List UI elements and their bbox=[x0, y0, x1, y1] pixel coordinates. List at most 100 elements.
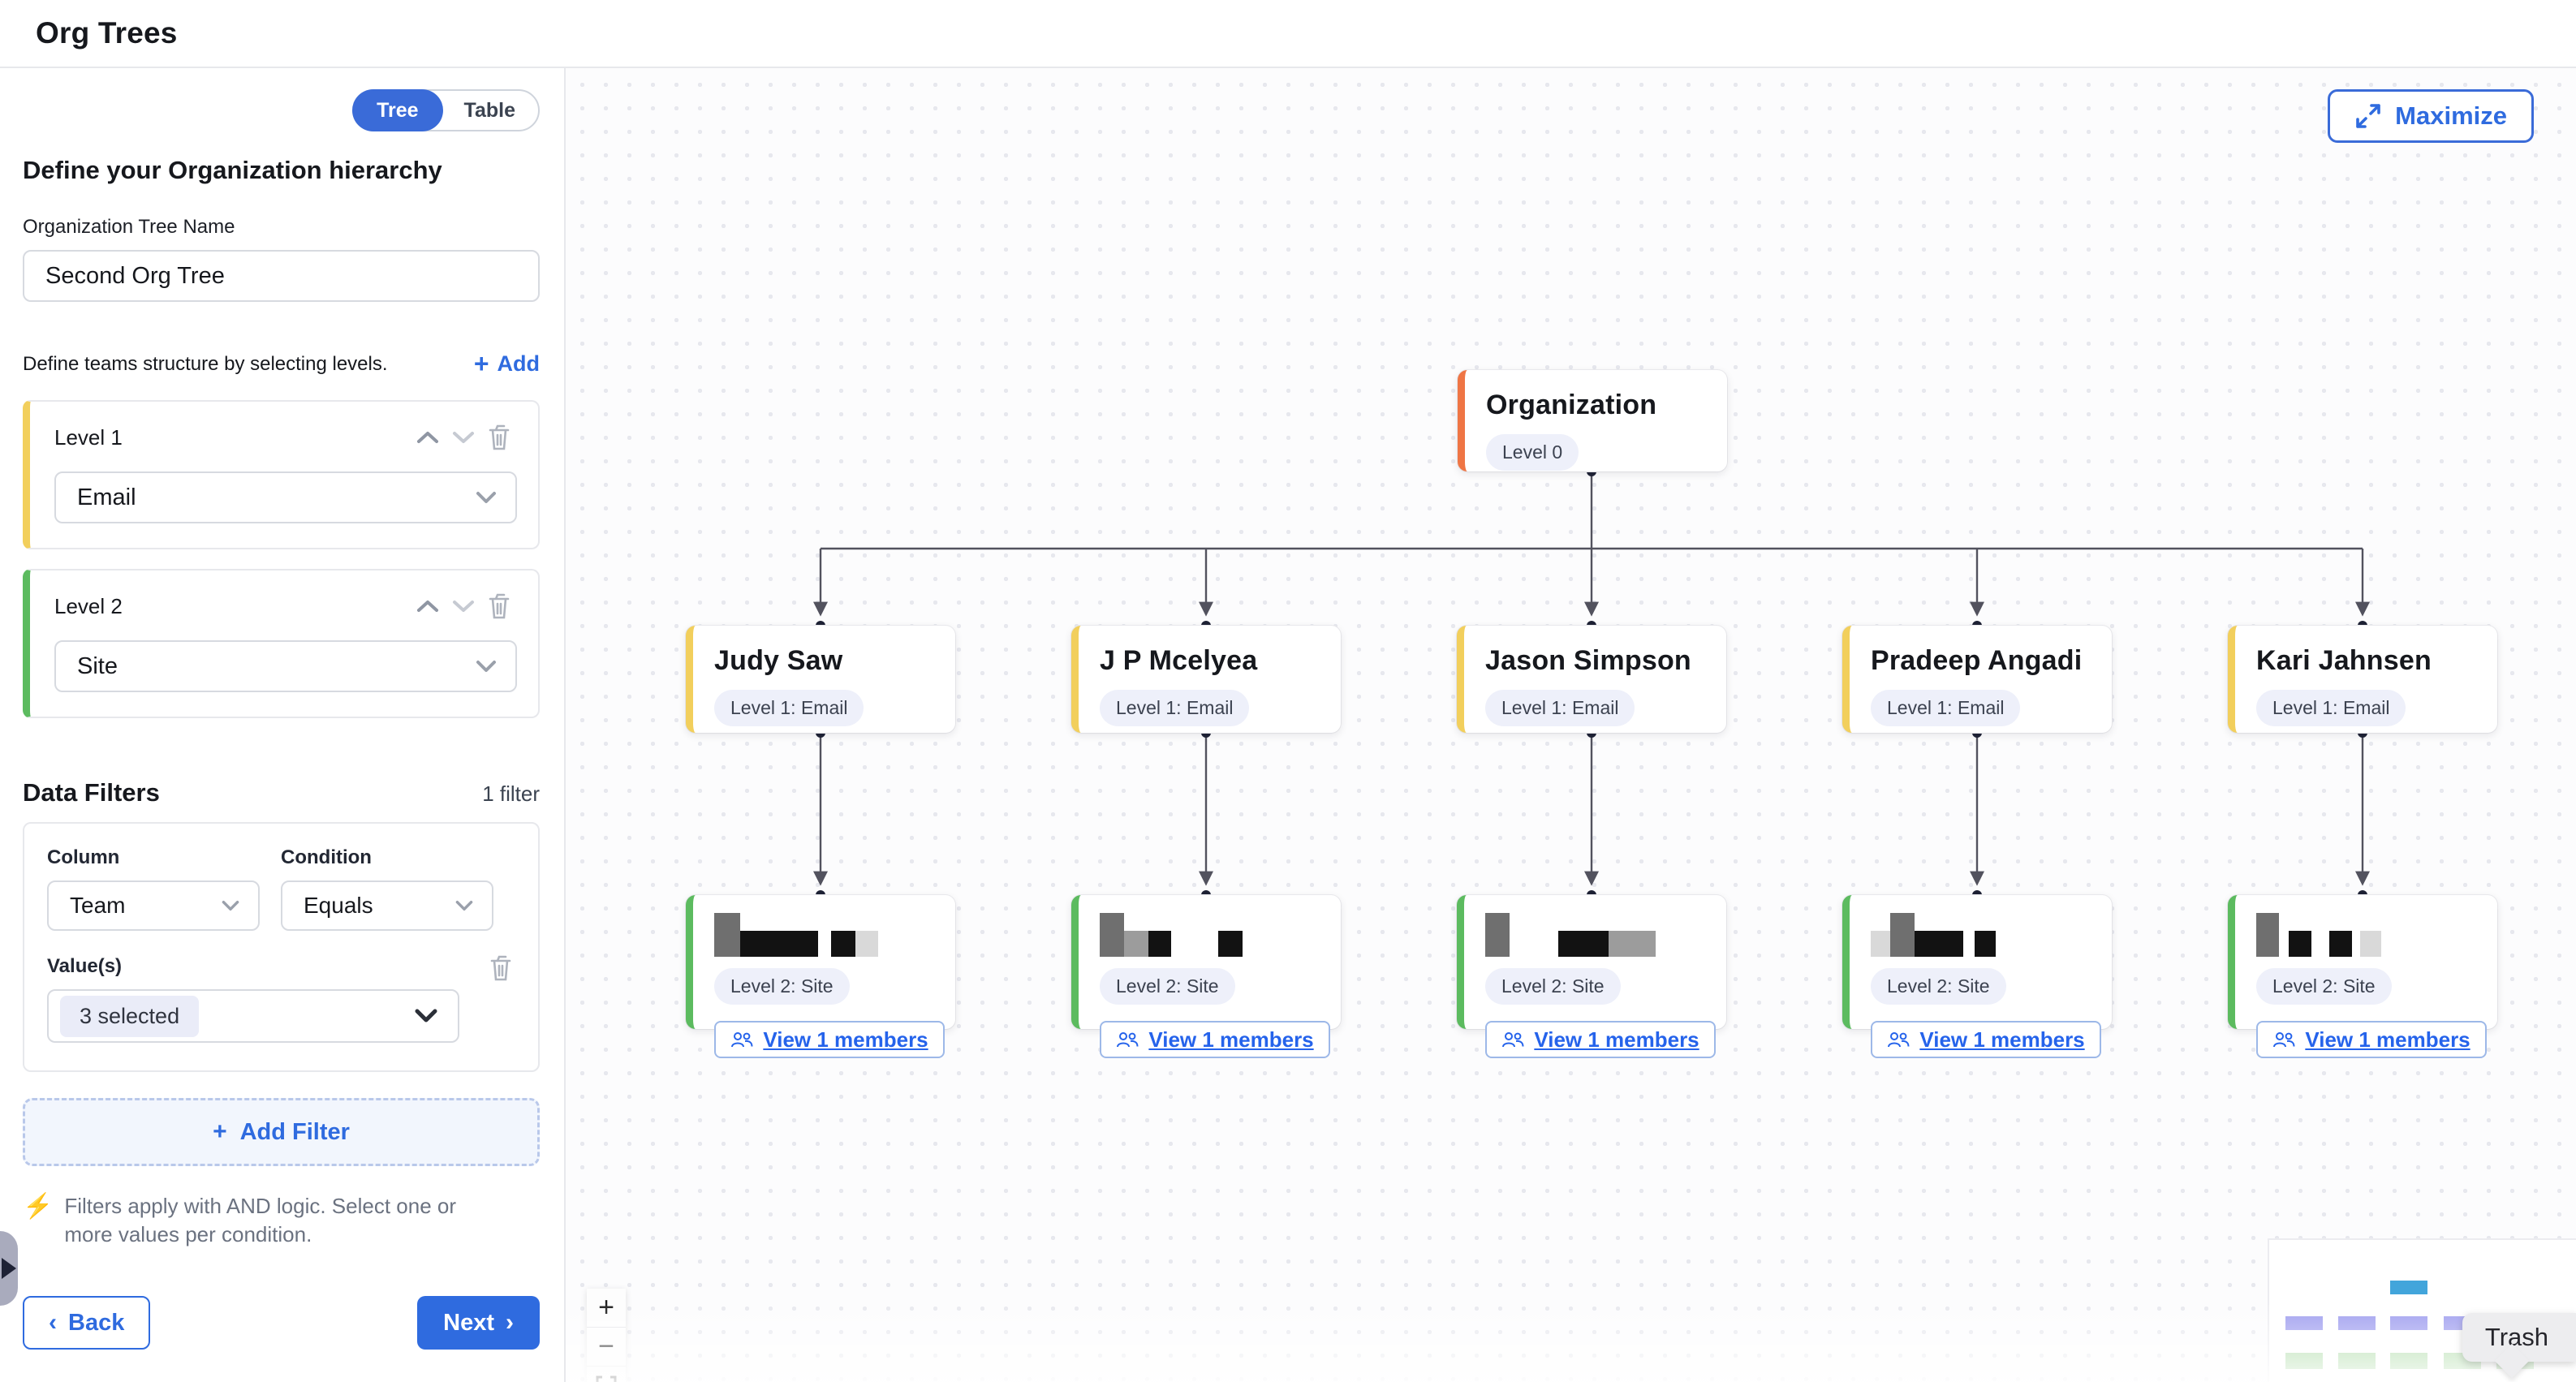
maximize-button[interactable]: Maximize bbox=[2328, 89, 2534, 143]
view-members-label: View 1 members bbox=[763, 1027, 928, 1052]
minimap-level2-node bbox=[2390, 1353, 2427, 1369]
org-node-level1[interactable]: Jason Simpson Level 1: Email bbox=[1457, 626, 1726, 733]
tree-name-input[interactable] bbox=[23, 250, 540, 302]
level-1-select[interactable]: Email bbox=[54, 471, 517, 523]
members-icon bbox=[2273, 1032, 2295, 1048]
chevron-up-icon bbox=[417, 601, 438, 612]
view-members-label: View 1 members bbox=[1919, 1027, 2085, 1052]
zoom-out-button[interactable]: − bbox=[587, 1328, 626, 1367]
move-up-button[interactable] bbox=[410, 429, 446, 446]
org-node-level2[interactable]: Level 2: Site View 1 members bbox=[1457, 895, 1726, 1058]
values-select[interactable]: 3 selected bbox=[47, 989, 459, 1043]
level-badge: Level 1: Email bbox=[1485, 690, 1635, 726]
delete-filter-button[interactable] bbox=[483, 954, 519, 983]
toggle-tree[interactable]: Tree bbox=[352, 89, 443, 131]
trash-icon bbox=[490, 955, 511, 981]
maximize-label: Maximize bbox=[2395, 101, 2507, 130]
node-title: J P Mcelyea bbox=[1100, 645, 1258, 676]
minimap-level2-node bbox=[2285, 1353, 2323, 1369]
trash-icon bbox=[489, 593, 510, 619]
level-1-value: Email bbox=[77, 484, 136, 510]
back-button[interactable]: ‹ Back bbox=[23, 1296, 151, 1350]
view-members-label: View 1 members bbox=[2305, 1027, 2470, 1052]
minimap-level1-node bbox=[2338, 1316, 2376, 1330]
level-badge: Level 2: Site bbox=[1100, 968, 1235, 1005]
members-icon bbox=[1117, 1032, 1139, 1048]
chevron-down-icon bbox=[476, 661, 496, 672]
org-tree-canvas[interactable]: Maximize bbox=[566, 68, 2576, 1382]
chevron-down-icon bbox=[453, 432, 474, 443]
node-title: Jason Simpson bbox=[1485, 645, 1691, 676]
org-node-level1[interactable]: Judy Saw Level 1: Email bbox=[686, 626, 955, 733]
zoom-in-button[interactable]: + bbox=[587, 1289, 626, 1328]
redacted-name bbox=[2256, 913, 2478, 957]
level-2-select[interactable]: Site bbox=[54, 640, 517, 692]
data-filters-heading: Data Filters bbox=[23, 778, 160, 807]
move-up-button[interactable] bbox=[410, 598, 446, 614]
view-members-button[interactable]: View 1 members bbox=[1871, 1021, 2101, 1058]
members-icon bbox=[1888, 1032, 1910, 1048]
delete-level-button[interactable] bbox=[481, 592, 517, 621]
plus-icon: + bbox=[473, 349, 489, 378]
toggle-table[interactable]: Table bbox=[463, 99, 515, 122]
level-badge: Level 1: Email bbox=[1871, 690, 2021, 726]
arrow-right-icon bbox=[2, 1258, 16, 1279]
chevron-down-icon bbox=[453, 601, 474, 612]
org-node-level1[interactable]: Pradeep Angadi Level 1: Email bbox=[1842, 626, 2112, 733]
view-members-label: View 1 members bbox=[1534, 1027, 1699, 1052]
org-node-level2[interactable]: Level 2: Site View 1 members bbox=[1071, 895, 1341, 1058]
levels-description: Define teams structure by selecting leve… bbox=[23, 352, 388, 375]
maximize-icon bbox=[2356, 104, 2380, 128]
app-header: Org Trees bbox=[0, 0, 2576, 68]
delete-level-button[interactable] bbox=[481, 423, 517, 452]
tree-name-label: Organization Tree Name bbox=[23, 216, 235, 238]
selected-count-chip: 3 selected bbox=[60, 995, 200, 1037]
chevron-down-icon bbox=[455, 900, 473, 911]
filter-card: Column Team Condition Equals Valu bbox=[23, 822, 540, 1072]
level-badge: Level 2: Site bbox=[1871, 968, 2006, 1005]
filters-note: Filters apply with AND logic. Select one… bbox=[64, 1194, 457, 1247]
org-node-level2[interactable]: Level 2: Site View 1 members bbox=[1842, 895, 2112, 1058]
members-icon bbox=[1502, 1032, 1524, 1048]
level-1-label: Level 1 bbox=[54, 424, 123, 450]
add-level-button[interactable]: + Add bbox=[474, 349, 540, 379]
node-title: Judy Saw bbox=[714, 645, 843, 676]
add-filter-button[interactable]: + Add Filter bbox=[23, 1098, 540, 1166]
view-members-button[interactable]: View 1 members bbox=[2256, 1021, 2487, 1058]
condition-select[interactable]: Equals bbox=[281, 880, 493, 931]
view-members-button[interactable]: View 1 members bbox=[714, 1021, 945, 1058]
plus-icon: + bbox=[213, 1118, 227, 1145]
minimap-level1-node bbox=[2285, 1316, 2323, 1330]
members-icon bbox=[731, 1032, 753, 1048]
next-button[interactable]: Next › bbox=[417, 1296, 540, 1350]
sidebar-expand-handle[interactable] bbox=[0, 1231, 18, 1306]
redacted-name bbox=[1871, 913, 2092, 957]
sidebar-heading: Define your Organization hierarchy bbox=[23, 156, 442, 184]
org-node-level2[interactable]: Level 2: Site View 1 members bbox=[2228, 895, 2497, 1058]
add-filter-label: Add Filter bbox=[239, 1118, 350, 1145]
fit-view-button[interactable] bbox=[587, 1367, 626, 1382]
add-level-label: Add bbox=[497, 351, 540, 376]
move-down-button[interactable] bbox=[446, 598, 481, 614]
view-members-button[interactable]: View 1 members bbox=[1100, 1021, 1330, 1058]
trash-icon bbox=[489, 424, 510, 450]
minimap-level1-node bbox=[2390, 1316, 2427, 1330]
view-members-label: View 1 members bbox=[1148, 1027, 1314, 1052]
column-select[interactable]: Team bbox=[47, 880, 260, 931]
org-node-level1[interactable]: Kari Jahnsen Level 1: Email bbox=[2228, 626, 2497, 733]
minimap-level2-node bbox=[2338, 1353, 2376, 1369]
back-label: Back bbox=[68, 1309, 125, 1336]
level-badge: Level 2: Site bbox=[1485, 968, 1621, 1005]
org-node-level2[interactable]: Level 2: Site View 1 members bbox=[686, 895, 955, 1058]
level-card-2: Level 2 Site bbox=[23, 569, 540, 718]
tree-table-toggle[interactable]: Tree Table bbox=[352, 89, 540, 131]
org-node-root[interactable]: Organization Level 0 bbox=[1458, 370, 1727, 471]
move-down-button[interactable] bbox=[446, 429, 481, 446]
view-toggle-row: Tree Table bbox=[23, 89, 540, 131]
view-members-button[interactable]: View 1 members bbox=[1485, 1021, 1716, 1058]
minimap-root-node bbox=[2390, 1281, 2427, 1294]
column-label: Column bbox=[47, 846, 120, 868]
chevron-down-icon bbox=[222, 900, 239, 911]
level-2-label: Level 2 bbox=[54, 593, 123, 618]
org-node-level1[interactable]: J P Mcelyea Level 1: Email bbox=[1071, 626, 1341, 733]
